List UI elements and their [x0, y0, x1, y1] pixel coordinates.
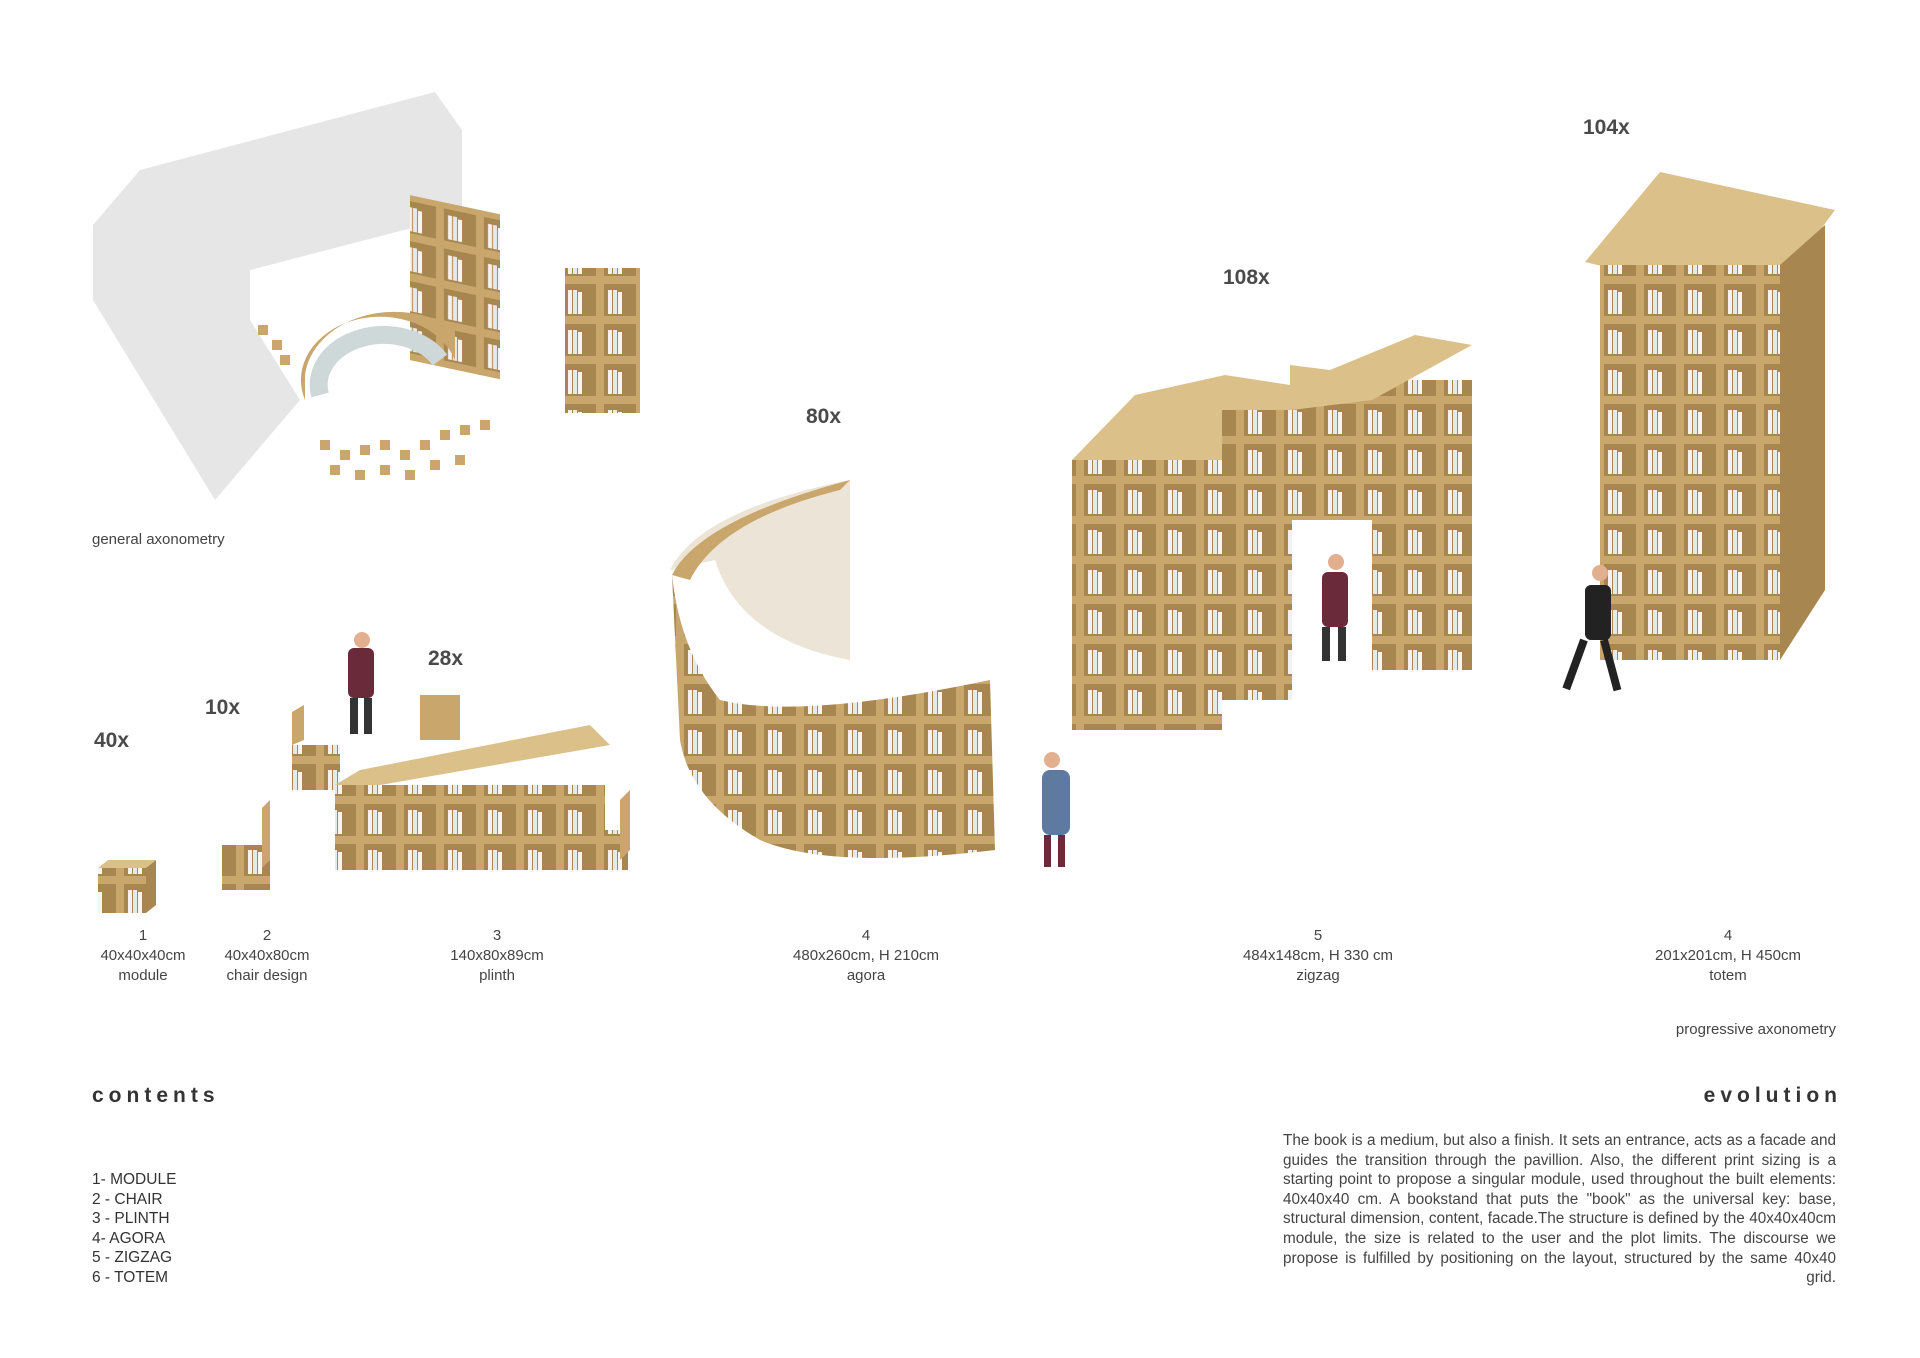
evolution-heading: evolution: [1703, 1084, 1842, 1107]
count-module: 40x: [94, 729, 130, 752]
general-axonometry: [93, 92, 640, 500]
stage-name: chair design: [226, 967, 308, 984]
plinth-illustration: [335, 725, 610, 870]
plot-shape: [93, 92, 462, 500]
count-chair: 10x: [205, 696, 241, 719]
count-plinth: 28x: [428, 647, 464, 670]
count-zigzag: 108x: [1223, 266, 1270, 289]
scattered-modules: [258, 325, 490, 480]
count-agora: 80x: [806, 405, 842, 428]
stage-caption-agora: 4 480x260cm, H 210cm agora: [793, 926, 939, 986]
agora-illustration: [670, 480, 995, 858]
stage-name: totem: [1709, 967, 1747, 984]
stage-name: plinth: [479, 967, 515, 984]
contents-list: 1- MODULE 2 - CHAIR 3 - PLINTH 4- AGORA …: [92, 1170, 176, 1288]
stage-number: 3: [492, 927, 502, 944]
stage-number: 4: [1723, 927, 1733, 944]
general-axonometry-label: general axonometry: [92, 531, 225, 548]
totem-illustration: [1585, 172, 1835, 660]
stage-dimensions: 40x40x80cm: [224, 947, 310, 964]
stage-caption-module: 1 40x40x40cm module: [100, 926, 185, 986]
person-figures: [348, 554, 1622, 867]
stage-number: 2: [262, 927, 272, 944]
contents-item: 2 - CHAIR: [92, 1190, 163, 1208]
agora-small-inner: [309, 325, 448, 398]
stage-dimensions: 484x148cm, H 330 cm: [1242, 947, 1394, 964]
stage-caption-totem: 4 201x201cm, H 450cm totem: [1655, 926, 1801, 986]
stage-dimensions: 140x80x89cm: [450, 947, 544, 964]
stage-dimensions: 40x40x40cm: [100, 947, 186, 964]
stage-number: 4: [861, 927, 871, 944]
stage-number: 5: [1313, 927, 1323, 944]
stage-name: agora: [846, 967, 886, 984]
bookshelf-wall: [410, 195, 500, 380]
zigzag-illustration: [1072, 335, 1472, 730]
contents-item: 6 - TOTEM: [92, 1268, 169, 1286]
stage-name: module: [118, 967, 168, 984]
tower-small: [565, 268, 640, 413]
progressive-axonometry-label: progressive axonometry: [1675, 1021, 1836, 1038]
contents-item: 3 - PLINTH: [92, 1210, 170, 1228]
stage-number: 1: [138, 927, 148, 944]
stage-caption-zigzag: 5 484x148cm, H 330 cm zigzag: [1243, 926, 1393, 986]
contents-heading: contents: [92, 1084, 220, 1107]
count-totem: 104x: [1583, 116, 1630, 139]
stage-caption-plinth: 3 140x80x89cm plinth: [450, 926, 543, 986]
stage-dimensions: 201x201cm, H 450cm: [1655, 947, 1801, 964]
module-illustration: [98, 860, 156, 913]
stage-name: zigzag: [1296, 967, 1340, 984]
stage-caption-chair: 2 40x40x80cm chair design: [224, 926, 309, 986]
contents-item: 4- AGORA: [92, 1229, 166, 1247]
contents-item: 5 - ZIGZAG: [92, 1249, 173, 1267]
contents-item: 1- MODULE: [92, 1171, 177, 1188]
evolution-text: The book is a medium, but also a finish.…: [1283, 1132, 1836, 1287]
stage-dimensions: 480x260cm, H 210cm: [793, 947, 939, 964]
